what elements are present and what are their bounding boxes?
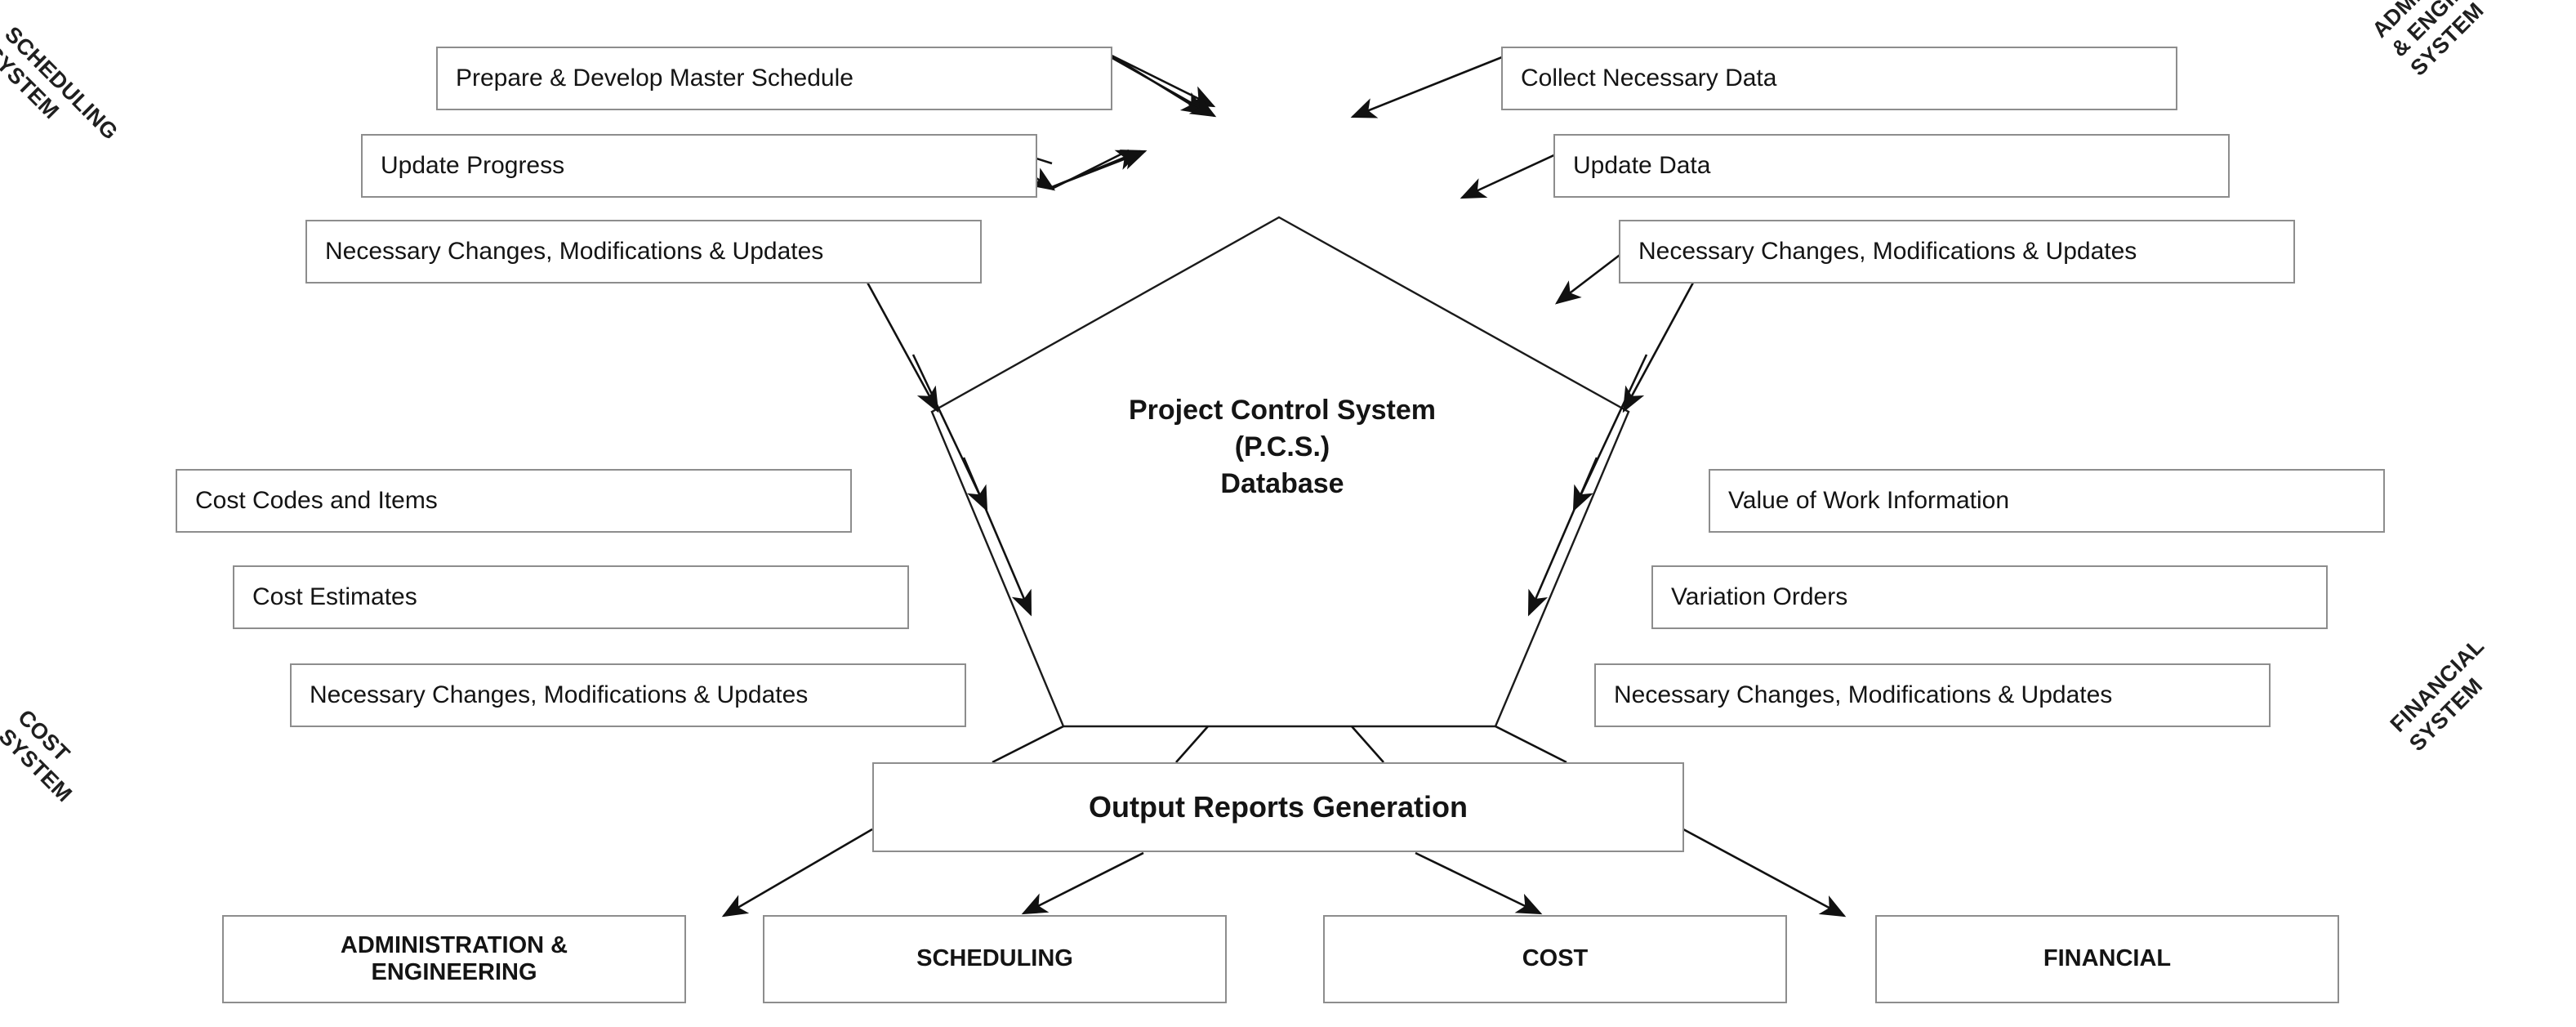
link-pcs-to-output-3 bbox=[1351, 726, 1384, 763]
input-box-scheduling-changes[interactable]: Necessary Changes, Modifications & Updat… bbox=[305, 220, 982, 284]
arrow-output-to-admin bbox=[721, 828, 873, 918]
output-reports-generation-box[interactable]: Output Reports Generation bbox=[872, 762, 1684, 852]
input-label-collect-necessary-data: Collect Necessary Data bbox=[1521, 64, 1777, 92]
input-box-value-of-work-information[interactable]: Value of Work Information bbox=[1709, 469, 2385, 533]
input-label-variation-orders: Variation Orders bbox=[1671, 583, 1848, 610]
arrow-scheduling-update-progress bbox=[1051, 150, 1143, 189]
link-pcs-to-output-1 bbox=[992, 725, 1064, 764]
input-label-value-of-work-information: Value of Work Information bbox=[1728, 486, 2010, 514]
arrow-output-to-scheduling bbox=[1021, 851, 1144, 915]
input-box-financial-changes[interactable]: Necessary Changes, Modifications & Updat… bbox=[1594, 663, 2271, 727]
input-box-prepare-master-schedule[interactable]: Prepare & Develop Master Schedule bbox=[436, 47, 1112, 110]
input-label-cost-estimates: Cost Estimates bbox=[252, 583, 417, 610]
arrow-scheduling-prepare bbox=[1110, 56, 1217, 118]
input-label-cost-codes-and-items: Cost Codes and Items bbox=[195, 486, 438, 514]
output-label-financial: FINANCIAL bbox=[2043, 945, 2172, 972]
input-box-cost-codes-and-items[interactable]: Cost Codes and Items bbox=[176, 469, 852, 533]
arrow-output-to-cost bbox=[1415, 851, 1543, 915]
arrow-output-to-financial bbox=[1682, 828, 1847, 918]
arrow-financial-value-of-work bbox=[1622, 262, 1705, 413]
output-reports-generation-label: Output Reports Generation bbox=[1088, 790, 1468, 824]
pcs-database-label: Project Control System (P.C.S.) Database bbox=[1129, 395, 1436, 499]
output-box-administration-engineering[interactable]: ADMINISTRATION & ENGINEERING bbox=[222, 915, 686, 1003]
input-label-prepare-master-schedule: Prepare & Develop Master Schedule bbox=[456, 64, 853, 92]
input-label-update-progress: Update Progress bbox=[381, 151, 565, 179]
arrow-update-progress bbox=[1051, 150, 1148, 189]
output-box-scheduling[interactable]: SCHEDULING bbox=[763, 915, 1227, 1003]
output-box-financial[interactable]: FINANCIAL bbox=[1875, 915, 2339, 1003]
arrow-admin-collect-data bbox=[1350, 56, 1503, 118]
output-label-administration-engineering: ADMINISTRATION & ENGINEERING bbox=[340, 931, 568, 985]
input-box-collect-necessary-data[interactable]: Collect Necessary Data bbox=[1501, 47, 2177, 110]
arrow-sched-1 bbox=[1111, 54, 1208, 115]
arrow-admin-update-data bbox=[1460, 147, 1569, 199]
input-label-cost-changes: Necessary Changes, Modifications & Updat… bbox=[310, 681, 809, 708]
input-box-cost-changes[interactable]: Necessary Changes, Modifications & Updat… bbox=[290, 663, 966, 727]
output-label-cost: COST bbox=[1522, 945, 1589, 972]
input-box-variation-orders[interactable]: Variation Orders bbox=[1651, 565, 2328, 629]
link-pcs-to-output-2 bbox=[1175, 726, 1209, 763]
input-label-admin-changes: Necessary Changes, Modifications & Updat… bbox=[1638, 237, 2137, 265]
arrow-prepare-master-schedule bbox=[1111, 54, 1216, 108]
link-pcs-to-output-4 bbox=[1495, 725, 1567, 764]
input-label-financial-changes: Necessary Changes, Modifications & Updat… bbox=[1614, 681, 2113, 708]
input-box-cost-estimates[interactable]: Cost Estimates bbox=[233, 565, 909, 629]
system-label-scheduling: SCHEDULING SYSTEM bbox=[0, 21, 123, 145]
arrow-cost-estimates bbox=[911, 354, 988, 512]
system-label-financial: FINANCIAL SYSTEM bbox=[2385, 633, 2489, 757]
output-label-scheduling: SCHEDULING bbox=[916, 945, 1073, 972]
input-box-update-progress[interactable]: Update Progress bbox=[361, 134, 1037, 198]
system-label-administration-engineering: ADMINISTRATION & ENGINEERING SYSTEM bbox=[2368, 0, 2532, 81]
input-box-admin-changes[interactable]: Necessary Changes, Modifications & Updat… bbox=[1619, 220, 2295, 284]
input-label-update-data: Update Data bbox=[1573, 151, 1711, 179]
arrow-sched-2-seg bbox=[1051, 149, 1130, 190]
system-label-cost: COST SYSTEM bbox=[0, 704, 78, 807]
input-label-scheduling-changes: Necessary Changes, Modifications & Updat… bbox=[325, 237, 824, 265]
input-box-update-data[interactable]: Update Data bbox=[1553, 134, 2230, 198]
arrow-cost-codes bbox=[855, 262, 939, 413]
arrow-financial-variation-orders bbox=[1572, 354, 1648, 512]
output-box-cost[interactable]: COST bbox=[1323, 915, 1787, 1003]
